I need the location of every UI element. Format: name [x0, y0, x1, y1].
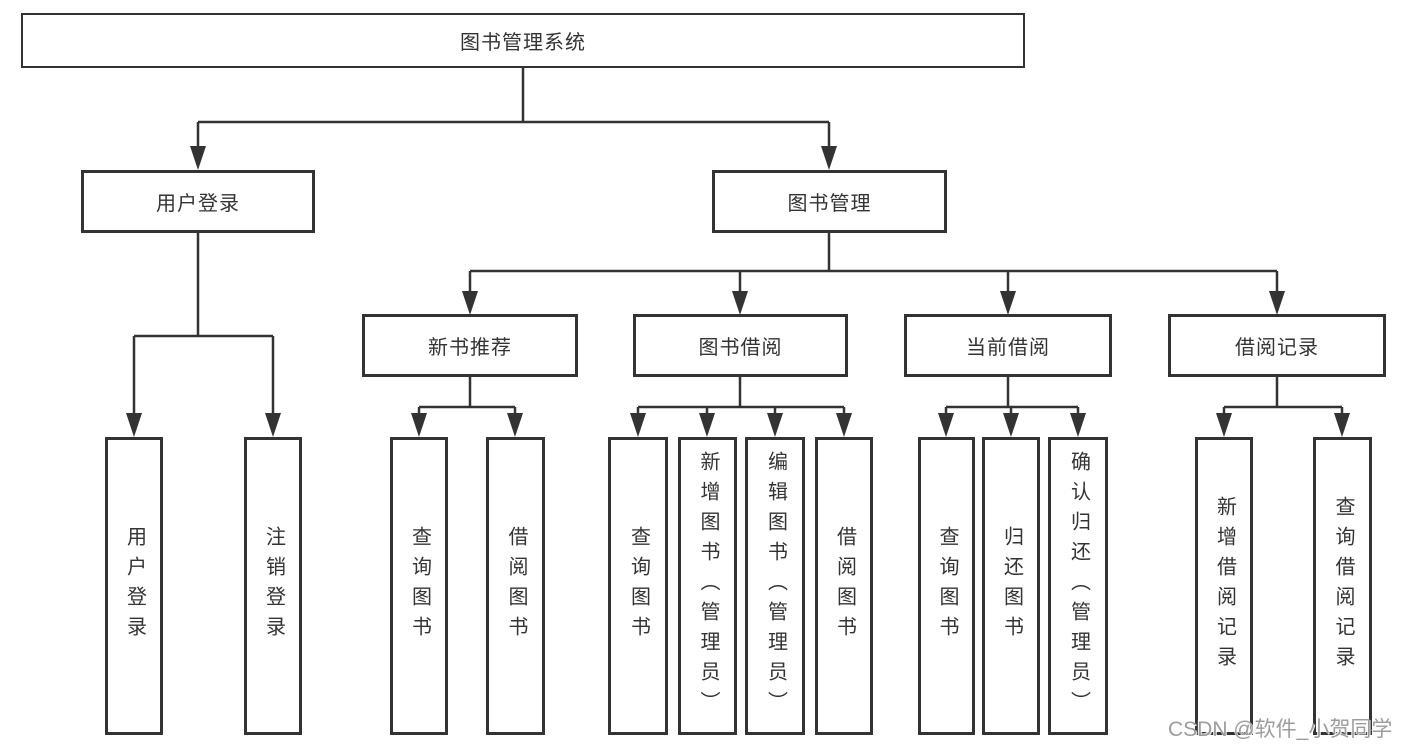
leaf-confirm-return-admin: 确认归还（管理员） [1048, 437, 1108, 735]
leaf-query-books-recommend: 查询图书 [390, 437, 448, 735]
leaf-borrow-books-borrowing: 借阅图书 [815, 437, 873, 735]
leaf-label: 查询图书 [408, 526, 431, 646]
node-borrowing-records: 借阅记录 [1168, 314, 1386, 377]
node-root-system: 图书管理系统 [21, 13, 1025, 68]
leaf-label: 归还图书 [1000, 526, 1023, 646]
leaf-label: 确认归还（管理员） [1067, 451, 1090, 721]
node-current-borrowing: 当前借阅 [904, 314, 1112, 377]
leaf-logout: 注销登录 [244, 437, 302, 735]
leaf-label: 借阅图书 [833, 526, 856, 646]
leaf-query-books-borrowing: 查询图书 [608, 437, 668, 735]
leaf-label: 编辑图书（管理员） [764, 451, 787, 721]
leaf-add-books-admin: 新增图书（管理员） [678, 437, 737, 735]
leaf-return-books: 归还图书 [982, 437, 1040, 735]
leaf-edit-books-admin: 编辑图书（管理员） [745, 437, 805, 735]
leaf-label: 新增借阅记录 [1213, 496, 1236, 676]
csdn-watermark: CSDN @软件_小贺同学 [1168, 718, 1393, 741]
node-new-book-recommend: 新书推荐 [362, 314, 578, 377]
leaf-label: 查询借阅记录 [1332, 496, 1354, 676]
leaf-label: 借阅图书 [505, 526, 527, 646]
leaf-borrow-books-recommend: 借阅图书 [486, 437, 545, 735]
leaf-query-borrow-record: 查询借阅记录 [1313, 437, 1372, 735]
node-book-borrowing: 图书借阅 [633, 314, 848, 377]
arrowheads [126, 146, 1350, 437]
node-book-management-branch: 图书管理 [712, 170, 947, 233]
leaf-user-login: 用户登录 [105, 437, 163, 735]
leaf-label: 查询图书 [627, 526, 650, 646]
leaf-label: 用户登录 [123, 526, 146, 646]
leaf-label: 注销登录 [262, 526, 285, 646]
leaf-label: 查询图书 [936, 526, 958, 646]
leaf-query-books-current: 查询图书 [918, 437, 975, 735]
leaf-add-borrow-record: 新增借阅记录 [1195, 437, 1253, 735]
node-user-login-branch: 用户登录 [81, 170, 315, 233]
leaf-label: 新增图书（管理员） [697, 451, 719, 721]
